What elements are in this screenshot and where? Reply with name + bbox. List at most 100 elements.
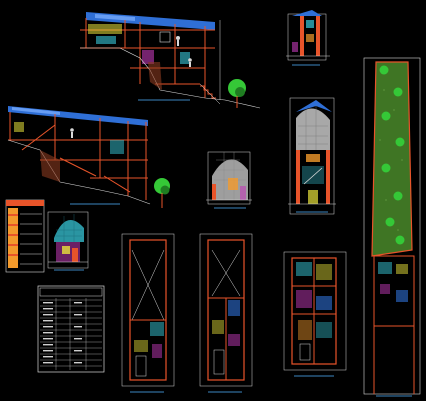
section-a-soil-hatch xyxy=(148,62,162,90)
site-house-room-3 xyxy=(380,284,390,294)
elevation-left-small xyxy=(47,211,89,271)
schedule-header xyxy=(39,287,103,297)
tree-1 xyxy=(228,79,246,108)
tree-2 xyxy=(154,178,170,208)
schedule-cell-mark xyxy=(43,326,53,328)
elev-right-wall-right xyxy=(326,150,330,204)
section-a-figure-2-body xyxy=(189,62,191,67)
section-b-soil-hatch xyxy=(40,150,60,182)
tree-2-crown-shade xyxy=(160,185,170,195)
legend-swatch-2 xyxy=(8,214,18,216)
plan2-room-2 xyxy=(212,320,224,334)
site-dot xyxy=(401,159,403,161)
schedule-cell-mark xyxy=(43,350,53,352)
plan3-room-1 xyxy=(296,262,312,276)
schedule-cell-mark xyxy=(43,356,53,358)
plan2-room-1 xyxy=(228,300,240,316)
schedule-frame xyxy=(37,285,105,373)
elev-center-wall xyxy=(212,184,216,200)
site-tree-1 xyxy=(379,65,389,75)
section-a-window xyxy=(159,31,171,43)
elev-right-glass xyxy=(296,108,330,150)
elev-top-wall-right xyxy=(316,16,320,56)
plan2-void-diag-2 xyxy=(211,249,241,297)
schedule-cell-mark xyxy=(74,326,82,328)
section-b xyxy=(7,106,151,205)
schedule-cell-mark xyxy=(43,320,53,322)
legend-table xyxy=(5,199,45,273)
section-b-stair-2 xyxy=(59,157,97,177)
plan1-room-2 xyxy=(134,340,148,352)
legend-swatch-6 xyxy=(8,254,18,256)
site-dot xyxy=(397,229,399,231)
schedule-cell-mark xyxy=(43,344,53,346)
site-dot xyxy=(385,199,387,201)
site-tree-7 xyxy=(385,217,395,227)
elevation-center xyxy=(206,151,252,209)
site-dot xyxy=(393,109,395,111)
plan3-room-2 xyxy=(316,264,332,280)
elev-right-frame xyxy=(289,97,335,215)
plan1-room-1 xyxy=(150,322,164,336)
site-tree-4 xyxy=(395,137,405,147)
plan3-room-3 xyxy=(296,290,312,308)
section-a-room-fill-2 xyxy=(96,36,116,44)
elevation-right-tall xyxy=(288,97,336,215)
site-house-room-1 xyxy=(378,262,392,274)
plan3-grid-frame xyxy=(283,251,347,371)
plan2-stair xyxy=(213,349,225,375)
section-b-figure-body xyxy=(71,132,73,138)
site-garden xyxy=(372,62,412,256)
elev-left-glass xyxy=(54,220,84,242)
site-house-footprint xyxy=(373,255,415,327)
legend-swatch-4 xyxy=(8,234,18,236)
site-outer-frame xyxy=(363,57,421,395)
elev-top-window-2 xyxy=(306,34,314,42)
site-tree-8 xyxy=(395,235,405,245)
schedule-cell-mark xyxy=(43,362,53,364)
floor-plan-3 xyxy=(283,251,347,377)
site-garden-dots xyxy=(379,89,403,231)
elev-right-window xyxy=(306,154,320,162)
plan1-grid-frame xyxy=(121,233,175,387)
site-garden-edge xyxy=(371,61,413,257)
elev-center-frame xyxy=(207,151,251,205)
elev-right-stair xyxy=(303,167,323,185)
schedule-cell-mark xyxy=(43,302,53,304)
elev-left-glass-grid xyxy=(56,214,82,242)
legend-swatch-3 xyxy=(8,224,18,226)
schedule-cell-mark xyxy=(74,338,82,340)
section-a-roof-light xyxy=(95,14,135,21)
section-a-figure-1 xyxy=(176,36,180,40)
section-b-roof-light xyxy=(12,107,60,115)
elev-top-roof xyxy=(292,10,322,16)
schedule-cell-marks xyxy=(43,302,82,364)
schedule-cell-mark xyxy=(74,350,82,352)
site-house-room-2 xyxy=(396,264,408,274)
plan2-room-3 xyxy=(228,334,240,346)
elev-top-wall-left xyxy=(300,16,304,56)
elev-right-wall-left xyxy=(296,150,300,204)
section-b-stair-1 xyxy=(21,124,56,151)
elev-right-door xyxy=(308,190,318,204)
schedule-cell-mark xyxy=(43,314,53,316)
section-a-room-fill-4 xyxy=(180,52,190,64)
schedule-cell-mark xyxy=(74,302,82,304)
section-b-room-fill-1 xyxy=(14,122,24,132)
site-tree-5 xyxy=(381,163,391,173)
section-b-figure xyxy=(70,128,74,132)
site-plan xyxy=(363,57,421,397)
schedule-table xyxy=(37,285,105,373)
section-a-room-fill-1 xyxy=(88,24,122,34)
tree-1-crown-shade xyxy=(235,87,245,97)
section-b-room-fill-2 xyxy=(110,140,124,154)
section-a xyxy=(80,12,261,109)
elev-left-door xyxy=(72,248,78,262)
site-tree-2 xyxy=(393,87,403,97)
section-b-stair-3 xyxy=(103,175,131,193)
elev-left-frame xyxy=(47,211,89,269)
schedule-rows xyxy=(40,298,102,370)
legend-swatch-1 xyxy=(8,208,18,268)
section-a-figure-1-body xyxy=(177,40,179,46)
